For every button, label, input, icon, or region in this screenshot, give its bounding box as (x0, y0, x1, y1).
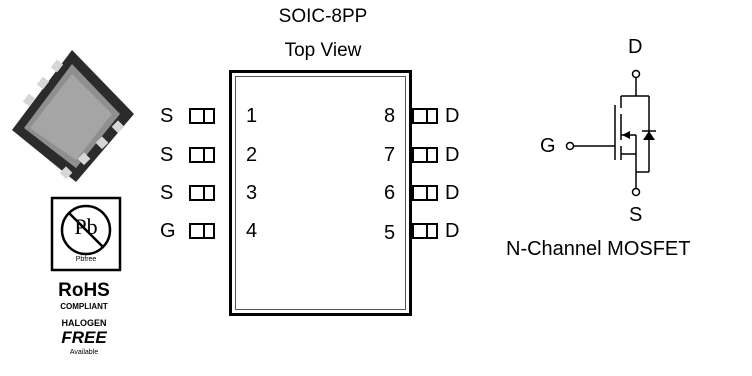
rohs-label: RoHS (58, 280, 110, 301)
pin-2-number: 2 (246, 144, 258, 166)
pin-5-label: D (445, 220, 460, 242)
mosfet-symbol (565, 69, 656, 197)
pin-8 (412, 108, 438, 124)
compliant-label: COMPLIANT (60, 302, 108, 311)
pin-2 (189, 147, 215, 163)
drain-label: D (628, 36, 643, 58)
pin-8-label: D (445, 105, 460, 127)
pin-6-number: 6 (384, 182, 396, 204)
pin-2-label: S (160, 144, 174, 166)
pb-text: Pb (74, 214, 98, 239)
gate-label: G (540, 135, 556, 157)
free-label: FREE (61, 328, 107, 347)
pin-4-label: G (160, 220, 176, 242)
package-title: SOIC-8PP (278, 6, 368, 27)
pin-7 (412, 147, 438, 163)
pbfree-text: Pbfree (75, 256, 97, 263)
pin-6 (412, 185, 438, 201)
package-body (229, 70, 412, 316)
pin-1 (189, 108, 215, 124)
pin-6-label: D (445, 182, 460, 204)
source-label: S (629, 204, 643, 226)
pin-4-number: 4 (246, 220, 258, 242)
pin-3-number: 3 (246, 182, 258, 204)
pin-8-number: 8 (384, 105, 396, 127)
halogen-label: HALOGEN (61, 318, 107, 328)
package-subtitle: Top View (284, 40, 362, 61)
pb-free-icon (50, 196, 122, 272)
pin-4 (189, 223, 215, 239)
pin-3 (189, 185, 215, 201)
pin-3-label: S (160, 182, 174, 204)
mosfet-caption: N-Channel MOSFET (506, 238, 691, 260)
pin-1-label: S (160, 105, 174, 127)
available-label: Available (69, 349, 99, 356)
pin-7-number: 7 (384, 144, 396, 166)
pin-5-number: 5 (384, 222, 396, 244)
pin-5 (412, 223, 438, 239)
chip-photo (12, 50, 134, 182)
pin-7-label: D (445, 144, 460, 166)
pin-1-number: 1 (246, 105, 258, 127)
